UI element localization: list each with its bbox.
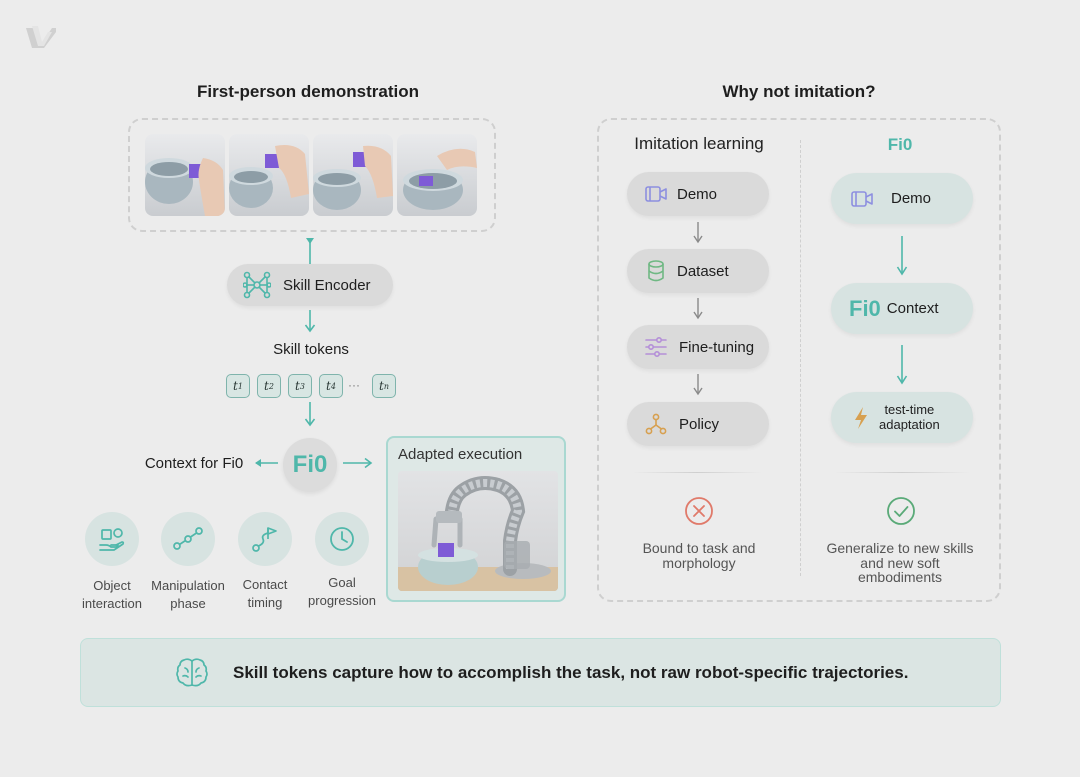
network-icon xyxy=(243,271,271,299)
demo-photo-1 xyxy=(145,134,225,216)
demo-photo-4 xyxy=(397,134,477,216)
summary-banner-text: Skill tokens capture how to accomplish t… xyxy=(233,662,909,682)
left-title: First-person demonstration xyxy=(197,82,419,101)
skill-encoder-label: Skill Encoder xyxy=(283,276,371,294)
adapted-execution-panel: Adapted execution xyxy=(386,436,566,602)
fi0-context-label: Context xyxy=(886,300,939,317)
summary-banner: Skill tokens capture how to accomplish t… xyxy=(80,638,1001,707)
flag-path-icon xyxy=(252,527,277,552)
adapted-execution-label: Adapted execution xyxy=(398,446,523,463)
check-circle-icon xyxy=(887,497,915,525)
imitation-policy-label: Policy xyxy=(679,415,720,433)
robot-photo xyxy=(398,471,558,591)
fi0-arrow-2 xyxy=(896,345,908,385)
demo-photo-2 xyxy=(229,134,309,216)
aspect-object-interaction xyxy=(85,512,139,566)
token-ellipsis: ··· xyxy=(348,378,360,392)
arrow-fi0-to-context xyxy=(255,459,278,467)
imitation-dataset-label: Dataset xyxy=(677,262,729,280)
skill-encoder-pill: Skill Encoder xyxy=(227,264,393,306)
demo-photo-3 xyxy=(313,134,393,216)
fi0-context-pill: Fi0 Context xyxy=(831,283,973,334)
fi0-arrow-1 xyxy=(896,236,908,276)
imitation-arrow-2 xyxy=(693,298,703,320)
fi0-heading: Fi0 xyxy=(887,135,913,154)
imitation-arrow-1 xyxy=(693,222,703,244)
brand-logo-icon xyxy=(26,26,56,48)
aspect-manipulation-phase xyxy=(161,512,215,566)
clock-icon xyxy=(330,527,354,551)
comparison-frame xyxy=(597,118,1001,602)
video-icon xyxy=(851,190,873,207)
column-divider xyxy=(800,140,801,576)
hand-object-icon xyxy=(99,528,125,551)
context-for-fi0-label: Context for Fi0 xyxy=(144,455,244,472)
imitation-policy-pill: Policy xyxy=(627,402,769,446)
arrow-encoder-to-tokens xyxy=(304,310,316,333)
imitation-heading: Imitation learning xyxy=(634,134,764,153)
database-icon xyxy=(648,260,664,282)
imitation-demo-pill: Demo xyxy=(627,172,769,216)
video-icon xyxy=(645,186,667,202)
demonstration-frame xyxy=(128,118,496,232)
fi0-separator xyxy=(834,472,970,473)
phase-graph-icon xyxy=(173,527,203,550)
sliders-icon xyxy=(645,337,667,357)
fi0-circle: Fi0 xyxy=(283,438,337,492)
arrow-up-to-demo xyxy=(306,238,314,264)
fi0-demo-label: Demo xyxy=(891,190,932,207)
policy-graph-icon xyxy=(645,413,667,435)
imitation-finetuning-label: Fine-tuning xyxy=(679,338,755,356)
aspect-goal-progression xyxy=(315,512,369,566)
imitation-demo-label: Demo xyxy=(677,185,718,203)
imitation-arrow-3 xyxy=(693,374,703,396)
fi0-context-logo: Fi0 xyxy=(849,295,881,321)
imitation-separator xyxy=(632,472,762,473)
arrow-tokens-to-fi0 xyxy=(304,402,316,427)
arrow-fi0-to-execution xyxy=(343,457,373,469)
lightning-icon xyxy=(855,406,867,429)
cross-circle-icon xyxy=(685,497,713,525)
fi0-demo-pill: Demo xyxy=(831,173,973,224)
fi0-logo: Fi0 xyxy=(292,451,328,478)
aspect-contact-timing xyxy=(238,512,292,566)
brain-icon xyxy=(176,657,208,687)
imitation-finetuning-pill: Fine-tuning xyxy=(627,325,769,369)
imitation-dataset-pill: Dataset xyxy=(627,249,769,293)
right-title: Why not imitation? xyxy=(722,82,876,101)
skill-tokens-label: Skill tokens xyxy=(273,341,349,358)
